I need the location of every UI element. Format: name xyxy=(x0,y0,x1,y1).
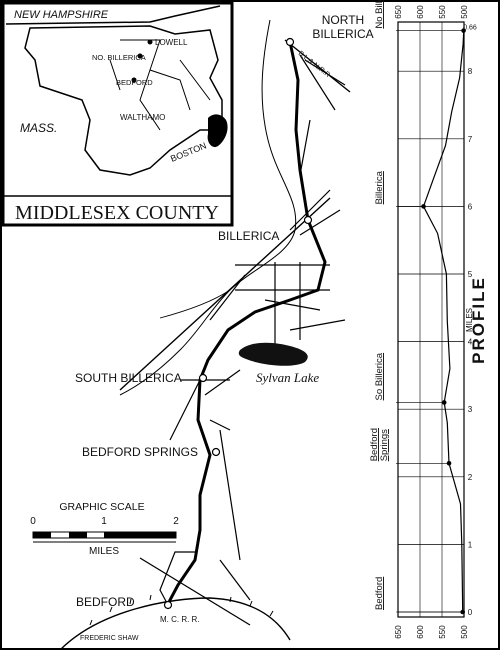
label-bedford: BEDFORD xyxy=(76,595,135,609)
profile-mile-tick-8: 8 xyxy=(468,67,473,76)
profile-mile-tick-0: 0 xyxy=(468,608,473,617)
bedford-springs-marker xyxy=(211,447,221,457)
main-map: NORTH BILLERICA BILLERICA SOUTH BILLERIC… xyxy=(59,13,374,650)
inset-no-billerica-dot xyxy=(137,53,143,59)
profile-title: PROFILE xyxy=(469,276,488,364)
inset-lowell-dot xyxy=(147,39,153,45)
label-south-billerica: SOUTH BILLERICA xyxy=(75,371,182,385)
scale-tick-1: 1 xyxy=(101,516,107,527)
mcrr-ties xyxy=(89,594,274,626)
profile-mile-tick-3: 3 xyxy=(468,405,473,414)
profile-elev-tick-top-0: 650 xyxy=(394,5,403,19)
railroad-to-bedford xyxy=(139,557,251,626)
profile-station-dot-billerica xyxy=(421,204,426,209)
inset-label-new-hampshire: NEW HAMPSHIRE xyxy=(14,9,109,21)
scale-bar-seg1 xyxy=(33,532,51,538)
profile-mile-tick-4: 4 xyxy=(468,338,473,347)
profile-elev-tick-bottom-1: 600 xyxy=(416,625,425,639)
state-boundary xyxy=(5,5,221,25)
county-internal-lines xyxy=(109,39,211,131)
profile-elev-tick-top-2: 550 xyxy=(438,5,447,19)
label-north-billerica-line2: BILLERICA xyxy=(312,27,373,41)
profile-elev-tick-bottom-0: 650 xyxy=(394,625,403,639)
profile-mile-tick-7: 7 xyxy=(468,135,473,144)
inset-map: NEW HAMPSHIRE LOWELL NO. BILLERICA BEDFO… xyxy=(1,1,234,227)
profile-station-label-so-billerica: So Billerica xyxy=(374,352,385,400)
scale-tick-0: 0 xyxy=(30,516,36,527)
profile-mile-tick-5: 5 xyxy=(468,270,473,279)
scale-bar-seg3 xyxy=(104,532,176,538)
profile-frame xyxy=(397,21,465,618)
inset-label-no-billerica: NO. BILLERICA xyxy=(92,53,146,62)
boston-harbor xyxy=(207,114,228,148)
profile-axis-label: MILES xyxy=(465,308,474,332)
profile-mile-tick-2: 2 xyxy=(468,473,473,482)
profile-mile-end-label: 0.66 xyxy=(463,25,477,32)
scale-unit: MILES xyxy=(89,546,119,557)
south-billerica-marker xyxy=(198,373,208,383)
profile-elev-tick-bottom-2: 550 xyxy=(438,625,447,639)
blnrr-railroad xyxy=(284,39,351,93)
billerica-marker xyxy=(303,215,313,225)
sylvan-lake xyxy=(238,342,308,366)
credit: FREDERIC SHAW xyxy=(80,635,139,642)
profile-station-label-no-billerica: No Billerica xyxy=(374,0,385,29)
label-north-billerica-line1: NORTH xyxy=(322,13,364,27)
profile-station-dot-bedford-springs xyxy=(446,460,452,466)
profile-mile-tick-6: 6 xyxy=(468,202,473,211)
label-sylvan-lake: Sylvan Lake xyxy=(256,370,319,385)
scale-title: GRAPHIC SCALE xyxy=(59,501,144,513)
profile-station-label-bedford-springs-0: Bedford xyxy=(369,428,380,461)
route-spur xyxy=(159,551,195,606)
inset-label-bedford: BEDFORD xyxy=(116,78,153,87)
profile-elev-tick-bottom-3: 500 xyxy=(460,625,469,639)
county-outline xyxy=(24,25,223,176)
inset-label-mass: MASS. xyxy=(20,121,57,135)
inset-label-lowell: LOWELL xyxy=(155,38,188,47)
inset-frame xyxy=(1,1,234,227)
north-billerica-marker xyxy=(285,37,295,47)
scale-bar-seg2 xyxy=(69,532,87,538)
inset-bedford-dot xyxy=(131,77,137,83)
profile-line xyxy=(422,26,465,613)
profile-station-label-billerica: Billerica xyxy=(374,170,385,204)
railroad-line-to-lake xyxy=(119,197,331,391)
scale-tick-2: 2 xyxy=(173,516,179,527)
label-mcrr: M. C. R. R. xyxy=(160,615,200,624)
bedford-marker xyxy=(163,600,173,610)
label-billerica: BILLERICA xyxy=(218,229,279,243)
label-bedford-springs: BEDFORD SPRINGS xyxy=(82,445,198,459)
profile-station-label-bedford-springs-1: Springs xyxy=(379,429,390,461)
profile-station-label-bedford: Bedford xyxy=(374,577,385,610)
inset-title: MIDDLESEX COUNTY xyxy=(15,202,219,224)
inset-label-waltham: WALTHAMO xyxy=(120,113,165,122)
profile-elev-tick-top-3: 500 xyxy=(460,5,469,19)
concord-river xyxy=(119,19,297,396)
profile-elev-tick-top-1: 600 xyxy=(416,5,425,19)
profile-mile-tick-1: 1 xyxy=(468,540,473,549)
trolley-route xyxy=(166,41,327,606)
graphic-scale: GRAPHIC SCALE 0 1 2 MILES xyxy=(30,501,179,557)
